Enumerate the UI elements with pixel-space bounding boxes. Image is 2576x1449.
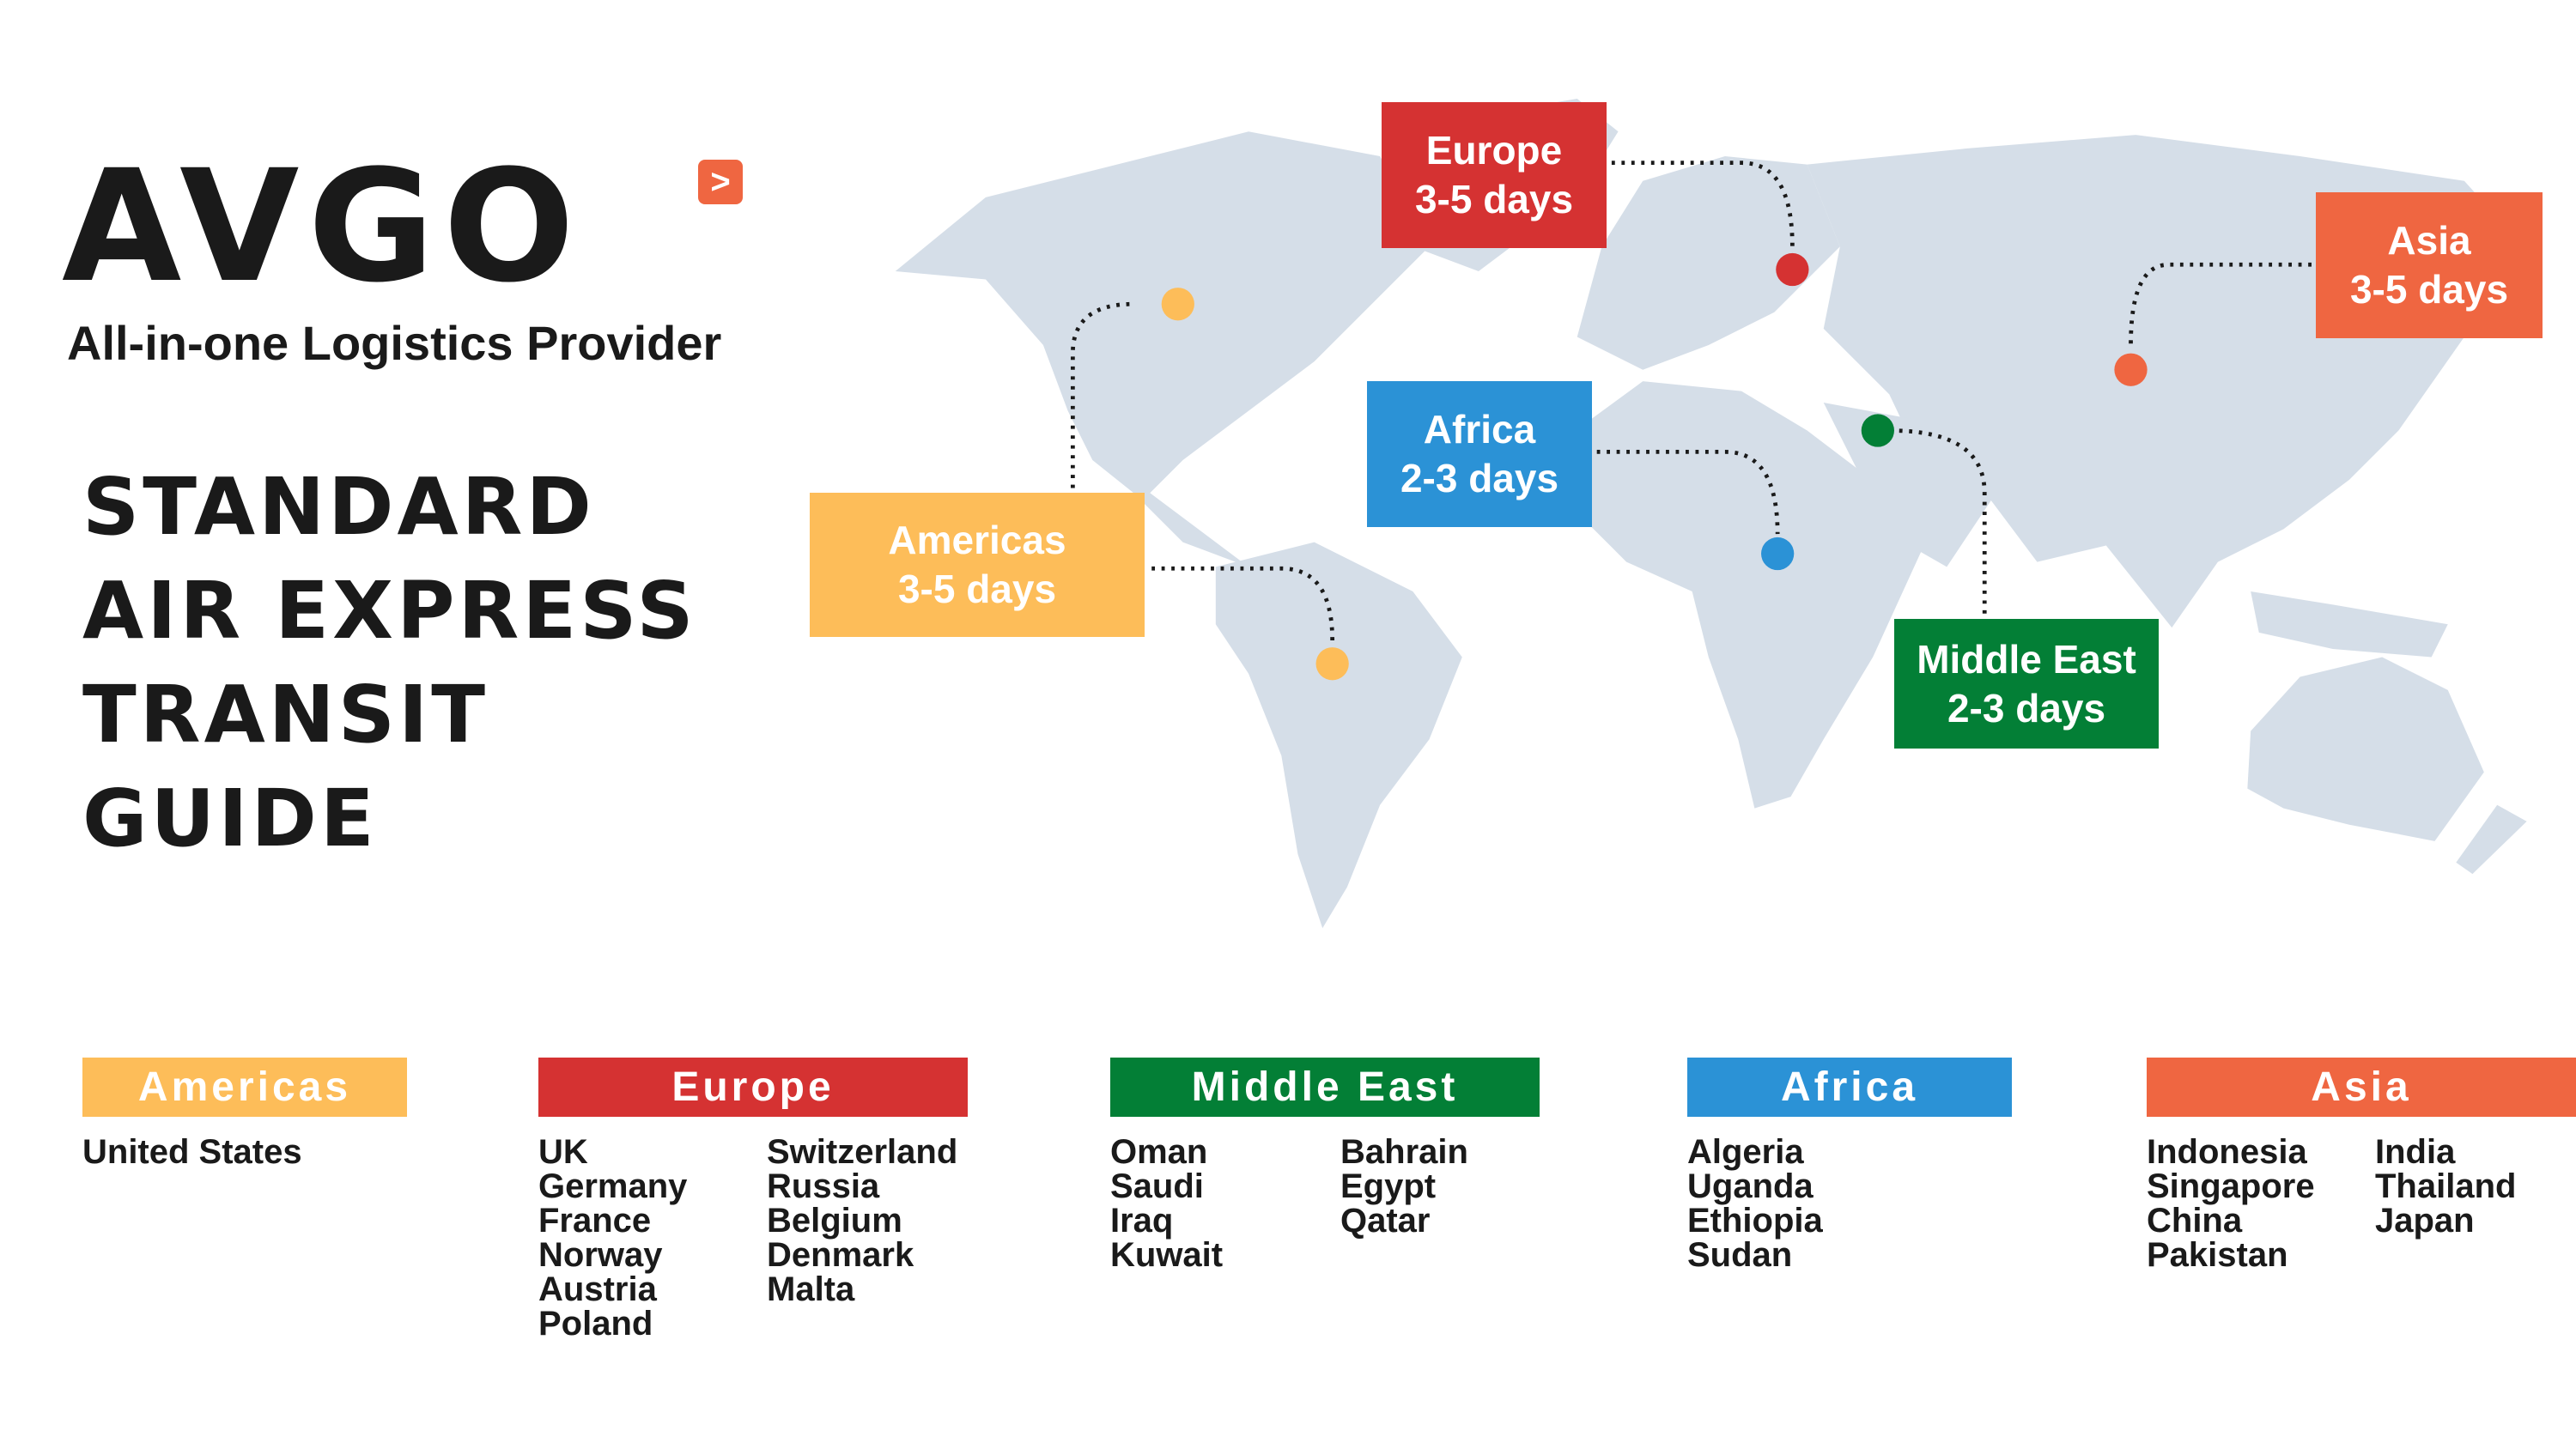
country-item: India bbox=[2375, 1133, 2456, 1171]
country-item: Poland bbox=[538, 1305, 653, 1343]
country-item: Germany bbox=[538, 1167, 688, 1205]
asia-dot bbox=[2114, 353, 2148, 386]
country-item: Austria bbox=[538, 1270, 657, 1308]
europe-shape bbox=[1577, 156, 1840, 370]
tag-region: Africa bbox=[1423, 407, 1536, 452]
country-item: France bbox=[538, 1202, 652, 1240]
tag-days: 3-5 days bbox=[897, 567, 1057, 611]
country-item: China bbox=[2147, 1202, 2243, 1240]
title-line: GUIDE bbox=[82, 773, 378, 864]
country-item: Algeria bbox=[1687, 1133, 1804, 1171]
country-item: Pakistan bbox=[2147, 1236, 2288, 1274]
country-item: Singapore bbox=[2147, 1167, 2315, 1205]
new-zealand-shape bbox=[2456, 804, 2527, 875]
southeast-asia-islands-shape bbox=[2251, 591, 2448, 658]
tag-days: 2-3 days bbox=[1400, 456, 1559, 500]
country-item: Denmark bbox=[767, 1236, 914, 1274]
middle-east-connector bbox=[1889, 428, 1987, 616]
map-tag-middle-east: Middle East 2-3 days bbox=[1894, 619, 2159, 749]
africa-dot bbox=[1761, 537, 1795, 571]
tagline: All-in-one Logistics Provider bbox=[67, 316, 722, 370]
country-item: Oman bbox=[1110, 1133, 1208, 1171]
logo: AVGO bbox=[62, 137, 584, 317]
country-item: Malta bbox=[767, 1270, 855, 1308]
logo-arrow-badge-icon: > bbox=[698, 160, 743, 204]
map-tag-europe: Europe 3-5 days bbox=[1382, 102, 1607, 248]
page-title: STANDARD AIR EXPRESS TRANSIT GUIDE bbox=[82, 455, 697, 870]
country-item: Norway bbox=[538, 1236, 663, 1274]
tag-region: Americas bbox=[888, 518, 1066, 562]
country-item: Sudan bbox=[1687, 1236, 1793, 1274]
africa-shape bbox=[1569, 381, 1926, 809]
africa-connector bbox=[1596, 450, 1780, 535]
country-item: Egypt bbox=[1340, 1167, 1437, 1205]
country-item: Indonesia bbox=[2147, 1133, 2307, 1171]
title-line: STANDARD bbox=[82, 461, 595, 553]
south-america-shape bbox=[1215, 542, 1462, 929]
region-header-americas: Americas bbox=[82, 1058, 407, 1117]
north-america-shape bbox=[895, 131, 1430, 567]
country-item: Thailand bbox=[2375, 1167, 2517, 1205]
tag-region: Europe bbox=[1425, 128, 1563, 173]
middle-east-dot bbox=[1861, 414, 1894, 447]
country-item: UK bbox=[538, 1133, 588, 1171]
region-header-africa: Africa bbox=[1687, 1058, 2012, 1117]
region-header-europe: Europe bbox=[538, 1058, 968, 1117]
region-header-asia: Asia bbox=[2147, 1058, 2576, 1117]
country-list: United States bbox=[82, 1135, 302, 1169]
tag-days: 3-5 days bbox=[1414, 177, 1574, 221]
tag-region: Asia bbox=[2387, 218, 2471, 263]
tag-days: 2-3 days bbox=[1947, 685, 2106, 731]
country-item: Ethiopia bbox=[1687, 1202, 1823, 1240]
map-tag-africa: Africa 2-3 days bbox=[1367, 381, 1592, 527]
title-line: AIR EXPRESS bbox=[82, 565, 697, 657]
americas-south-dot bbox=[1315, 647, 1349, 681]
country-item: Russia bbox=[767, 1167, 880, 1205]
country-item: United States bbox=[82, 1133, 302, 1171]
country-item: Uganda bbox=[1687, 1167, 1814, 1205]
map-tag-americas: Americas 3-5 days bbox=[810, 493, 1145, 637]
americas-north-dot bbox=[1161, 288, 1194, 321]
tag-days: 3-5 days bbox=[2349, 267, 2509, 312]
country-item: Qatar bbox=[1340, 1202, 1431, 1240]
tag-region: Middle East bbox=[1917, 636, 2136, 682]
country-item: Switzerland bbox=[767, 1133, 958, 1171]
country-item: Japan bbox=[2375, 1202, 2475, 1240]
title-line: TRANSIT bbox=[82, 669, 489, 761]
americas-south-connector bbox=[1151, 566, 1335, 641]
australia-shape bbox=[2247, 657, 2484, 841]
europe-dot bbox=[1776, 252, 1809, 287]
map-tag-asia: Asia 3-5 days bbox=[2316, 192, 2543, 338]
region-header-middle-east: Middle East bbox=[1110, 1058, 1540, 1117]
arabia-shape bbox=[1823, 403, 1996, 567]
country-item: Bahrain bbox=[1340, 1133, 1468, 1171]
country-item: Saudi bbox=[1110, 1167, 1204, 1205]
country-item: Kuwait bbox=[1110, 1236, 1224, 1274]
country-item: Belgium bbox=[767, 1202, 902, 1240]
country-item: Iraq bbox=[1110, 1202, 1174, 1240]
